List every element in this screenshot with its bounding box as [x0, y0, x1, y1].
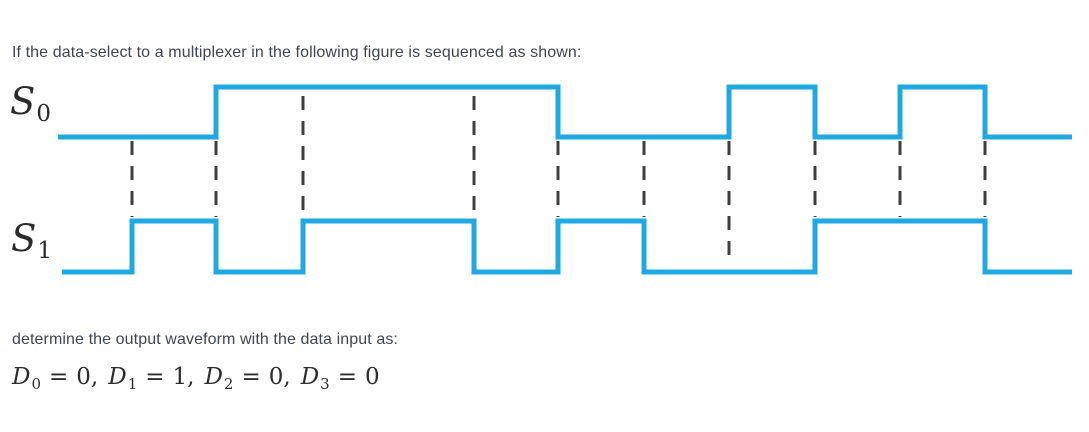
signal-subscript: 0 [36, 101, 51, 127]
equals-sign: = [337, 364, 357, 390]
term-subscript: 2 [223, 375, 234, 393]
term-subscript: 0 [31, 375, 41, 393]
term-value: 0 [364, 364, 380, 390]
question-intro-text: If the data-select to a multiplexer in t… [12, 44, 582, 61]
equals-sign: = [49, 364, 69, 390]
question-determine-text: determine the output waveform with the d… [12, 331, 398, 348]
term-value: 0 [76, 364, 91, 390]
term-symbol: D [12, 364, 31, 390]
term-symbol: D [108, 364, 127, 390]
equals-sign: = [145, 364, 165, 390]
term-value: 1 [172, 364, 188, 390]
term-value: 0 [268, 364, 284, 390]
s1-waveform [62, 218, 1072, 275]
term-subscript: 3 [320, 375, 330, 393]
equation-term-d0: D0=0 [12, 364, 91, 393]
comma: , [283, 364, 291, 390]
signal-symbol: S [10, 80, 36, 123]
signal-symbol: S [11, 217, 37, 260]
signal-subscript: 1 [37, 238, 52, 264]
comma: , [90, 364, 99, 390]
equals-sign: = [241, 364, 261, 390]
signal-label-s0: S0 [10, 80, 51, 127]
term-subscript: 1 [127, 375, 138, 393]
equation-term-d1: D1=1 [108, 364, 188, 393]
equation-term-d2: D2 = 0 [204, 364, 284, 393]
data-input-equation: D0=0,D1=1,D2=0,D3=0 [12, 364, 380, 393]
signal-label-s1: S1 [11, 217, 52, 264]
comma: , [187, 364, 195, 390]
term-symbol: D [204, 364, 223, 390]
s0-waveform [58, 84, 1072, 140]
term-symbol: D [300, 364, 320, 390]
equation-term-d3: D3 = 0 [300, 364, 380, 393]
